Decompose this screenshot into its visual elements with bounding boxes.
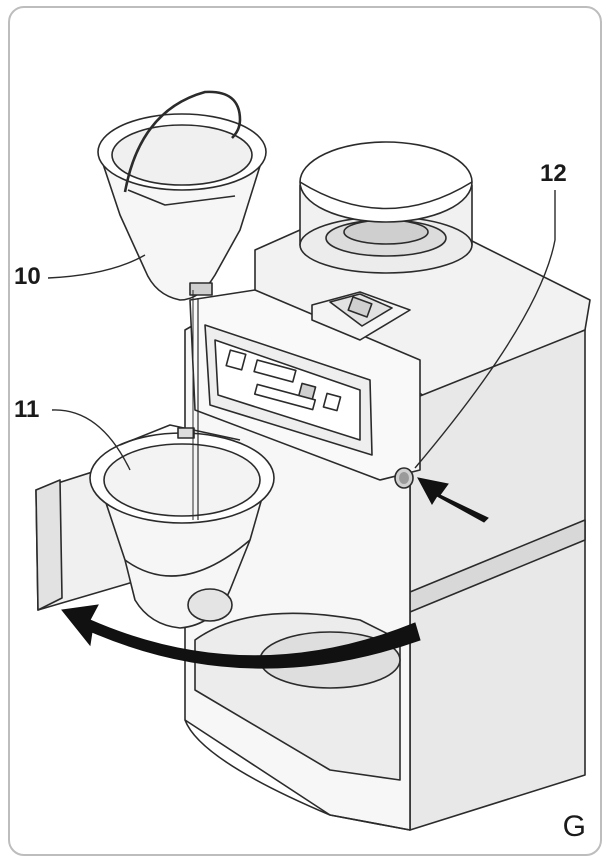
hopper-lid bbox=[299, 141, 473, 223]
grind-selector bbox=[311, 291, 411, 341]
leader-line-11 bbox=[51, 409, 131, 471]
callout-10: 10 bbox=[14, 263, 41, 290]
push-arrow-icon bbox=[417, 477, 489, 523]
panel-display bbox=[253, 359, 297, 383]
filter-basket bbox=[97, 90, 267, 301]
panel-button-right bbox=[322, 392, 342, 412]
callout-12: 12 bbox=[540, 160, 567, 187]
leader-line-10 bbox=[47, 254, 146, 279]
bean-hopper bbox=[299, 141, 473, 274]
swing-arrow-icon bbox=[61, 604, 421, 669]
callout-11: 11 bbox=[14, 396, 40, 423]
leader-line-12 bbox=[414, 190, 556, 469]
figure-letter: G bbox=[562, 810, 586, 843]
panel-button-left bbox=[225, 349, 247, 371]
swing-filter-holder bbox=[35, 424, 275, 629]
panel-label-strip bbox=[253, 383, 317, 411]
